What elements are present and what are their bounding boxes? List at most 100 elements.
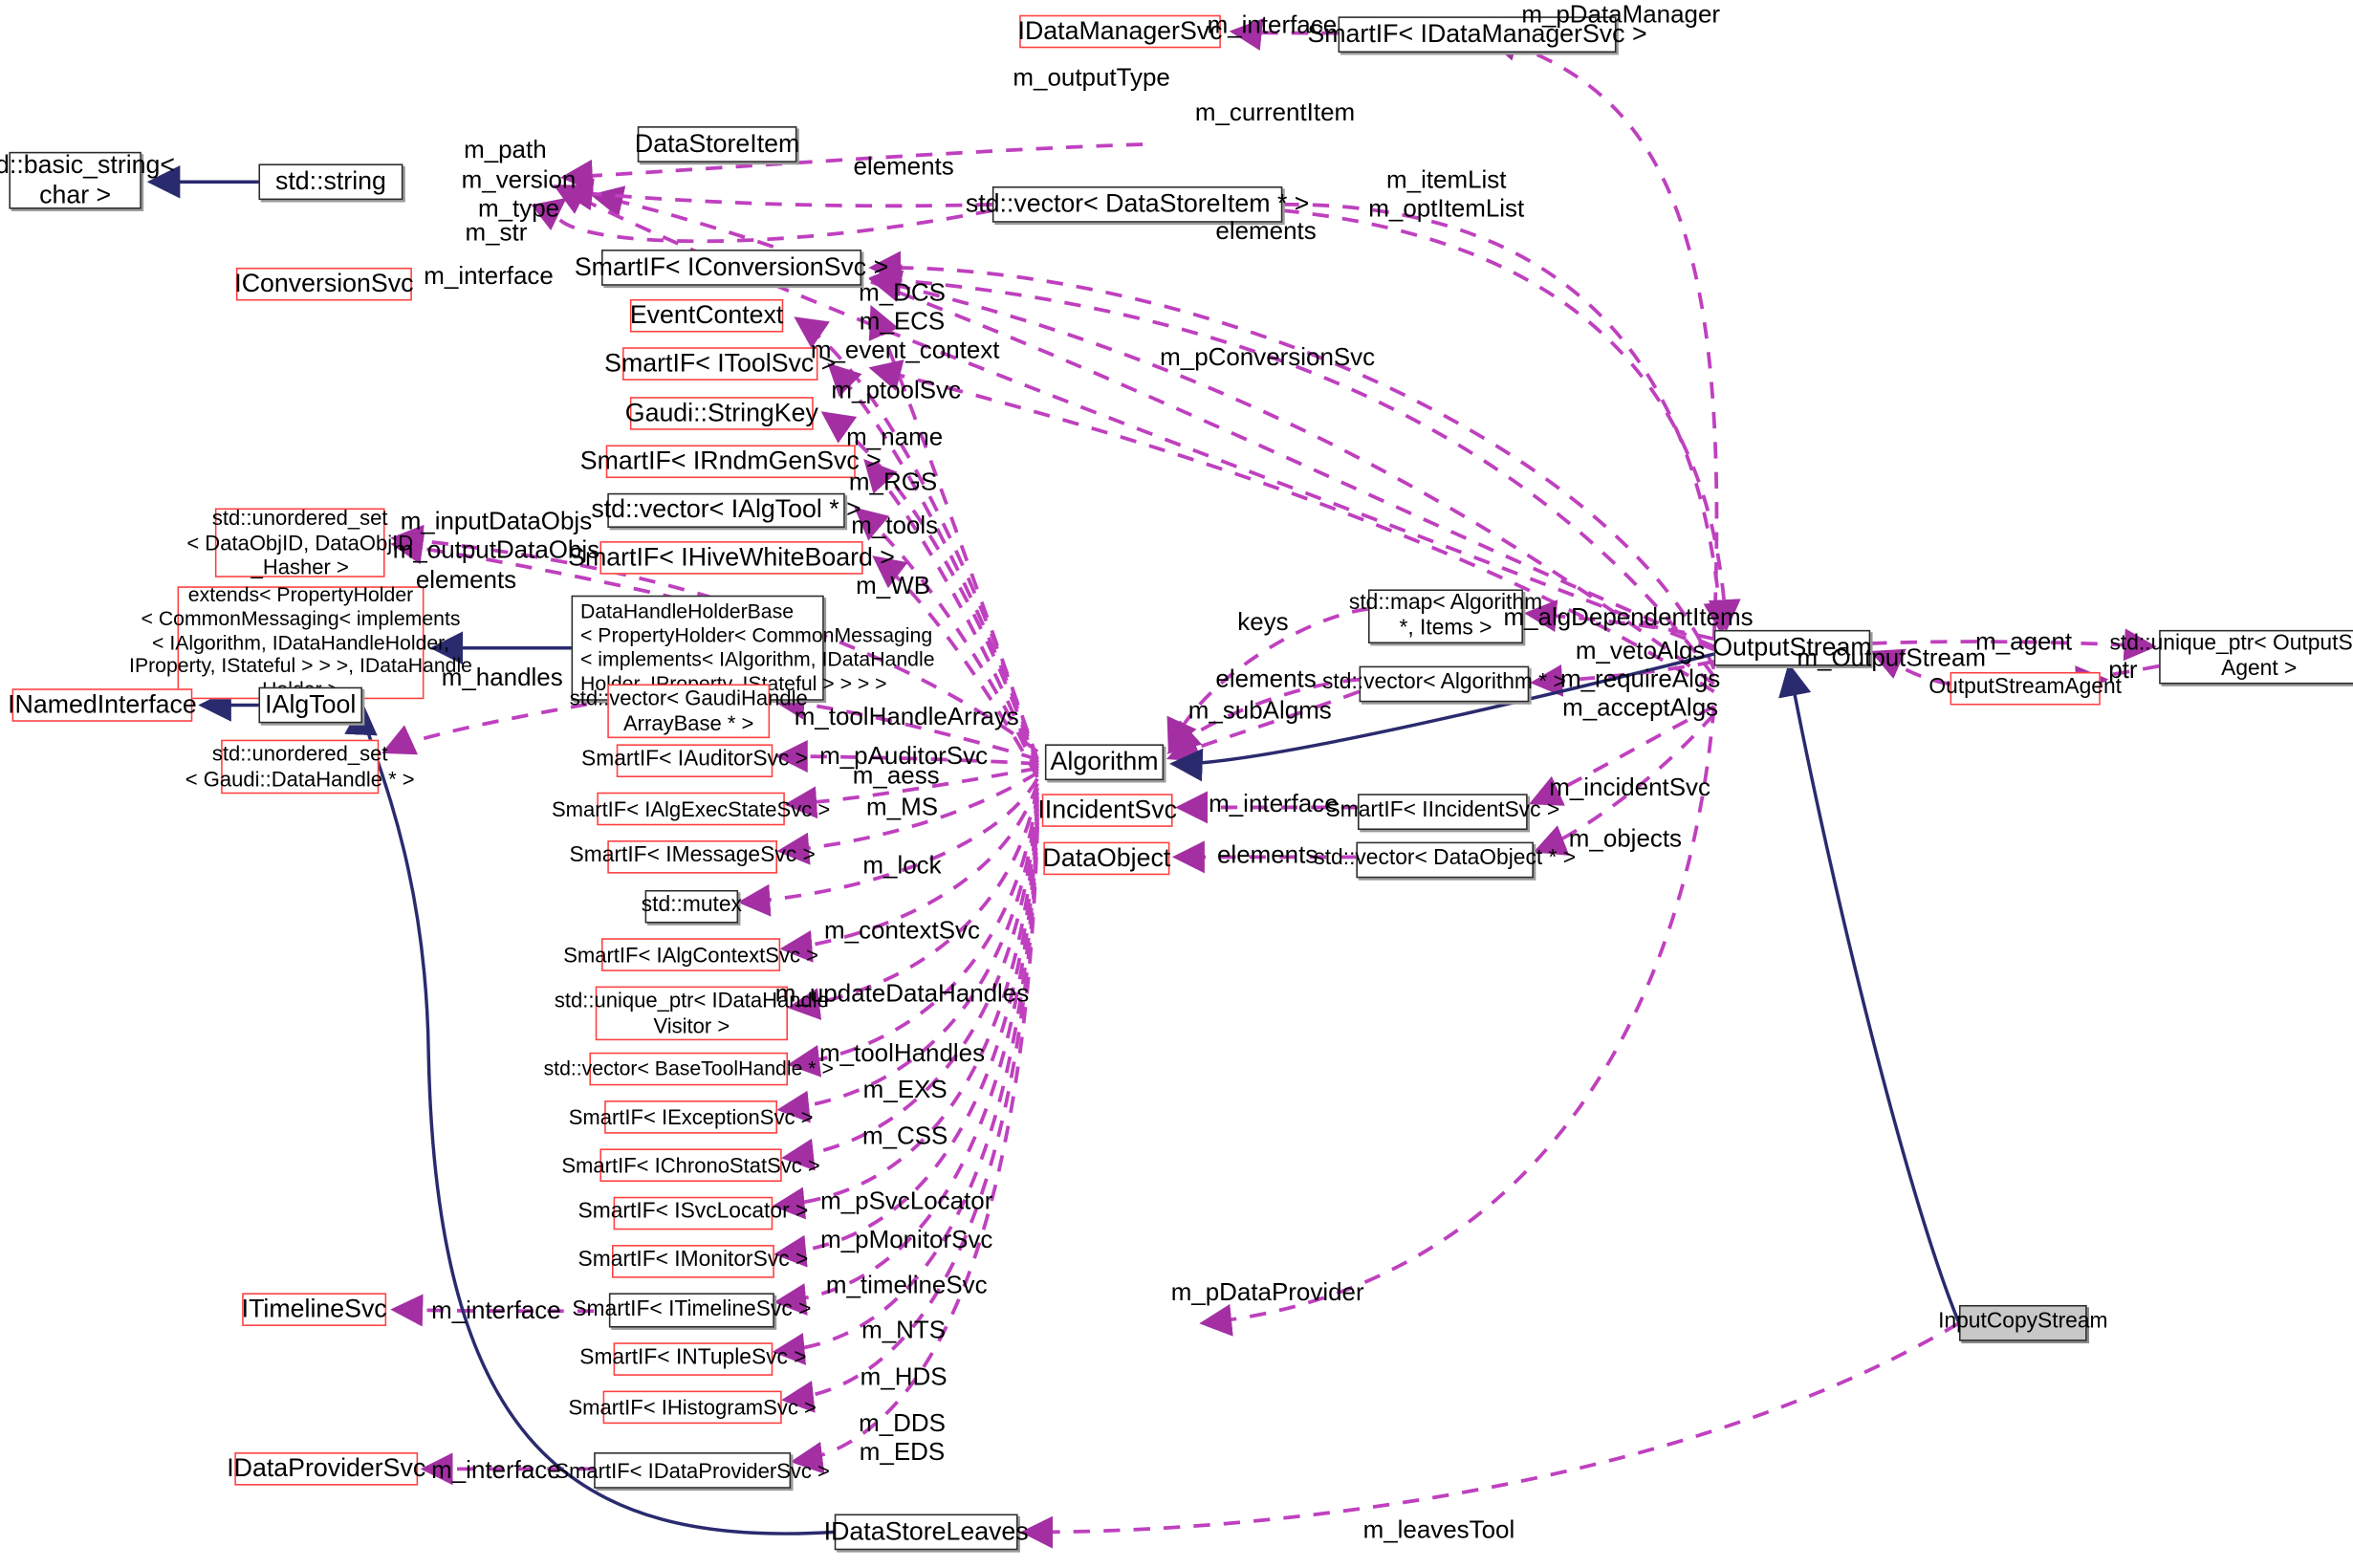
node-unordered-set-datahandle[interactable]: std::unordered_set < Gaudi::DataHandle *… <box>185 739 415 795</box>
node-smartif-ialgexecstatesvc[interactable]: SmartIF< IAlgExecStateSvc > <box>552 792 830 826</box>
edge-label-elements-datahandleholder: elements <box>415 566 517 595</box>
edge-label-m-leavestool: m_leavesTool <box>1362 1516 1515 1544</box>
node-outputstream[interactable]: OutputStream <box>1712 629 1872 666</box>
edge-label-m-interface-dataprovider: m_interface <box>431 1456 561 1485</box>
edge-label-m-aess: m_aess <box>852 762 940 790</box>
edge-label-m-psvclocator: m_pSvcLocator <box>820 1187 993 1215</box>
node-smartif-ihivewhiteboard[interactable]: SmartIF< IHiveWhiteBoard > <box>568 541 895 575</box>
edge-label-m-pauditorsvc: m_pAuditorSvc <box>819 742 989 771</box>
node-smartif-idatamanagersvc[interactable]: SmartIF< IDataManagerSvc > <box>1307 16 1647 54</box>
edge-label-m-dds-m-eds: m_DDS m_EDS <box>859 1410 946 1467</box>
node-dataobject[interactable]: DataObject <box>1043 841 1170 876</box>
edge-label-m-css: m_CSS <box>861 1122 948 1150</box>
node-datahandleholderbase[interactable]: DataHandleHolderBase < PropertyHolder< C… <box>571 595 935 701</box>
edge-label-m-updatedatahandles: m_updateDataHandles <box>774 980 1030 1008</box>
node-smartif-iauditorsvc[interactable]: SmartIF< IAuditorSvc > <box>581 744 808 777</box>
edge-label-m-outputtype: m_outputType <box>1013 64 1170 92</box>
edge-label-m-interface-incident: m_interface <box>1209 791 1339 818</box>
edge-label-m-ms: m_MS <box>866 794 938 821</box>
node-smartif-ihistogramsvc[interactable]: SmartIF< IHistogramSvc > <box>568 1390 817 1425</box>
node-vector-datastoreitem[interactable]: std::vector< DataStoreItem * > <box>966 185 1309 223</box>
node-ialgtool[interactable]: IAlgTool <box>258 686 362 724</box>
edge-label-m-pdatamanager: m_pDataManager <box>1521 1 1721 29</box>
node-smartif-itimelinesvc[interactable]: SmartIF< ITimelineSvc > <box>572 1293 811 1328</box>
node-smartif-imonitorsvc[interactable]: SmartIF< IMonitorSvc > <box>578 1245 808 1278</box>
edge-label-m-nts: m_NTS <box>861 1317 947 1344</box>
edge-label-m-rgs: m_RGS <box>848 468 938 496</box>
edge-label-m-incidentsvc: m_incidentSvc <box>1549 773 1710 802</box>
node-unordered-set-dataobjid[interactable]: std::unordered_set < DataObjID, DataObjI… <box>186 505 414 579</box>
edge-label-m-pmonitorsvc: m_pMonitorSvc <box>820 1227 993 1254</box>
edge-label-m-subalgms: m_subAlgms <box>1187 697 1332 725</box>
edge-label-m-pconversionsvc: m_pConversionSvc <box>1160 344 1376 372</box>
node-smartif-imessagesvc[interactable]: SmartIF< IMessageSvc > <box>570 840 816 874</box>
edge-label-m-name: m_name <box>846 424 944 451</box>
node-vector-basetoolhandle[interactable]: std::vector< BaseToolHandle * > <box>544 1052 834 1086</box>
edge-label-m-str: m_str <box>465 219 528 247</box>
edge-label-m-interface-datamanager: m_interface <box>1207 11 1338 39</box>
node-smartif-idataprovidersvc[interactable]: SmartIF< IDataProviderSvc > <box>555 1452 830 1489</box>
node-smartif-iexceptionsvc[interactable]: SmartIF< IExceptionSvc > <box>569 1100 813 1134</box>
node-smartif-ialgcontextsvc[interactable]: SmartIF< IAlgContextSvc > <box>563 938 818 971</box>
node-algorithm[interactable]: Algorithm <box>1044 744 1165 781</box>
edge-label-m-toolhandles: m_toolHandles <box>818 1040 986 1068</box>
edge-label-m-interface-conv: m_interface <box>424 263 554 291</box>
node-inamedinterface[interactable]: INamedInterface <box>8 688 197 722</box>
edge-label-m-exs: m_EXS <box>862 1076 948 1104</box>
node-iincidentsvc[interactable]: IIncidentSvc <box>1037 794 1177 827</box>
edge-label-m-path: m_path <box>464 137 547 164</box>
node-std-mutex[interactable]: std::mutex <box>642 889 742 924</box>
edge-label-m-lock: m_lock <box>862 852 942 880</box>
node-smartif-itoolsvc[interactable]: SmartIF< IToolSvc > <box>604 347 836 381</box>
edge-label-m-outputstream: m_OutputStream <box>1797 644 1987 672</box>
node-idatamanagersvc[interactable]: IDataManagerSvc <box>1018 14 1223 49</box>
node-inputcopystream[interactable]: InputCopyStream <box>1938 1304 2108 1341</box>
edge-label-m-handles: m_handles <box>441 664 563 692</box>
edge-label-m-wb: m_WB <box>856 573 930 600</box>
node-vector-gaudihandlearraybase[interactable]: std::vector< GaudiHandle ArrayBase * > <box>570 684 808 739</box>
node-extends-propertyholder[interactable]: extends< PropertyHolder < CommonMessagin… <box>129 583 472 702</box>
node-vector-algorithm[interactable]: std::vector< Algorithm * > <box>1322 665 1566 703</box>
edge-label-elements-vector-datastoreitem: elements <box>1215 218 1317 246</box>
edge-label-m-event-context: m_event_context <box>810 337 1000 364</box>
node-outputstreamagent[interactable]: OutputStreamAgent <box>1928 671 2122 706</box>
edge-label-m-timelinesvc: m_timelineSvc <box>825 1272 988 1299</box>
node-smartif-irndmgensvc[interactable]: SmartIF< IRndmGenSvc > <box>580 445 882 479</box>
edge-label-elements-algorithm: elements <box>1215 665 1317 693</box>
edge-label-elements-datastoreitem: elements <box>853 153 954 181</box>
node-datastoreitem[interactable]: DataStoreItem <box>635 126 799 163</box>
edge-label-m-tools: m_tools <box>851 512 939 540</box>
edge-label-m-itemlist: m_itemList m_optItemList <box>1368 166 1525 223</box>
node-idataprovidersvc[interactable]: IDataProviderSvc <box>227 1452 425 1486</box>
edge-label-m-hds: m_HDS <box>860 1363 948 1391</box>
edge-label-m-objects: m_objects <box>1568 825 1683 853</box>
node-eventcontext[interactable]: EventContext <box>630 298 783 333</box>
node-unique-ptr-idatahandlevisitor[interactable]: std::unique_ptr< IDataHandle Visitor > <box>555 986 829 1041</box>
node-gaudi-stringkey[interactable]: Gaudi::StringKey <box>625 397 818 430</box>
node-std-basic-string[interactable]: std::basic_string< char > <box>0 150 176 209</box>
edge-label-m-contextsvc: m_contextSvc <box>824 917 980 945</box>
node-iconversionsvc[interactable]: IConversionSvc <box>234 267 413 301</box>
node-vector-ialgtool[interactable]: std::vector< IAlgTool * > <box>591 492 861 528</box>
node-std-string[interactable]: std::string <box>258 163 403 201</box>
edge-label-m-algdependentitems: m_algDependentItems <box>1503 604 1754 632</box>
edge-label-m-dcs-m-ecs: m_DCS m_ECS <box>859 279 946 336</box>
edge-label-keys: keys <box>1237 608 1289 637</box>
edge-label-elements-dataobject: elements <box>1216 841 1318 869</box>
node-smartif-intuplesvc[interactable]: SmartIF< INTupleSvc > <box>579 1342 807 1376</box>
node-vector-dataobject[interactable]: std::vector< DataObject * > <box>1314 841 1576 879</box>
edge-label-m-input-output-dataobjs: m_inputDataObjs m_outputDataObjs <box>392 508 600 564</box>
edge-label-ptr: ptr <box>2108 657 2138 685</box>
node-smartif-iconversionsvc[interactable]: SmartIF< IConversionSvc > <box>575 250 888 286</box>
node-smartif-isvclocator[interactable]: SmartIF< ISvcLocator > <box>578 1196 808 1230</box>
edge-label-m-interface-timeline: m_interface <box>431 1297 561 1325</box>
node-unique-ptr-outputstreamagent[interactable]: std::unique_ptr< OutputStream Agent > <box>2109 629 2353 685</box>
node-smartif-ichronostatsvc[interactable]: SmartIF< IChronoStatSvc > <box>561 1148 820 1183</box>
node-map-algorithm-items[interactable]: std::map< Algorithm *, Items > <box>1349 589 1542 644</box>
node-smartif-iincidentsvc[interactable]: SmartIF< IIncidentSvc > <box>1326 794 1559 831</box>
node-itimelinesvc[interactable]: ITimelineSvc <box>242 1293 387 1326</box>
edge-label-m-pdataprovider: m_pDataProvider <box>1170 1279 1364 1307</box>
node-idatastoreleaves[interactable]: IDataStoreLeaves <box>824 1514 1029 1551</box>
edge-label-m-toolhandlearrays: m_toolHandleArrays <box>794 703 1019 731</box>
